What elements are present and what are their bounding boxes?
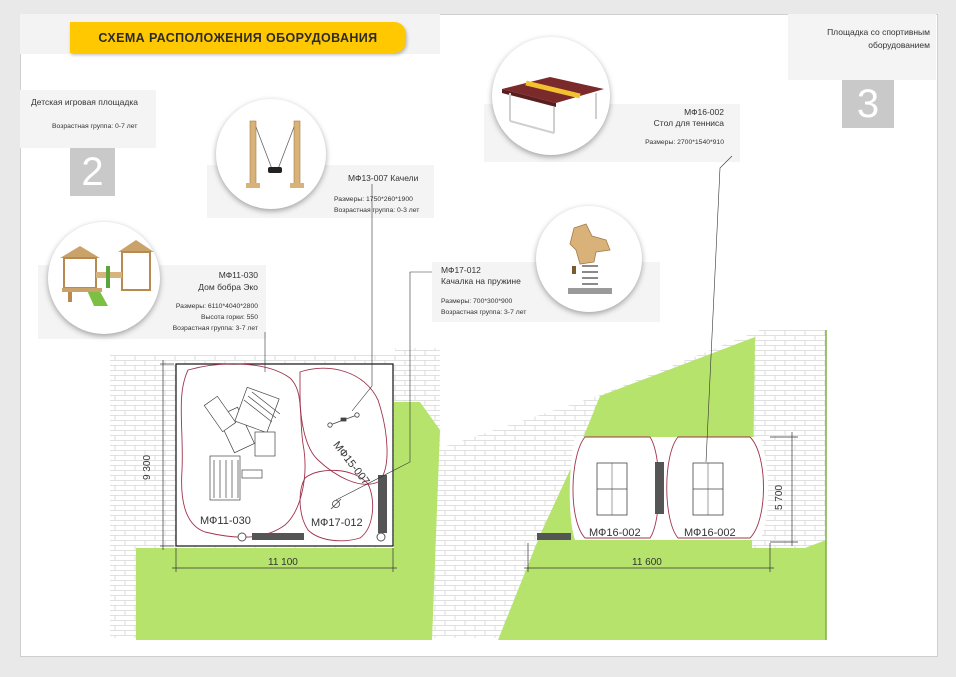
zone3-number: 3 bbox=[842, 80, 894, 128]
zone3-title-line1: Площадка со спортивным bbox=[827, 27, 930, 37]
bin-left bbox=[237, 532, 247, 542]
dim-left-height: 9 300 bbox=[142, 454, 153, 480]
grass-left bbox=[136, 355, 440, 640]
mf16-code: МФ16-002 bbox=[684, 107, 724, 117]
plan-label-mf11: МФ11-030 bbox=[200, 515, 251, 527]
zone2-age: Возрастная группа: 0-7 лет bbox=[52, 123, 138, 130]
dim-left-width: 11 100 bbox=[268, 557, 298, 568]
zone-mf17 bbox=[299, 469, 374, 542]
mf17-age: Возрастная группа: 3-7 лет bbox=[441, 309, 527, 316]
mf17-code: МФ17-012 bbox=[441, 265, 481, 275]
mf11-size: Размеры: 6110*4040*2800 bbox=[175, 303, 258, 310]
tennis-table-thumbnail bbox=[492, 37, 610, 155]
playhouse-thumbnail bbox=[48, 222, 160, 334]
plot-right bbox=[537, 436, 769, 540]
mf11-code: МФ11-030 bbox=[218, 270, 258, 280]
mf11-name: Дом бобра Эко bbox=[198, 282, 258, 292]
bench-bottom bbox=[252, 533, 304, 540]
title-banner: СХЕМА РАСПОЛОЖЕНИЯ ОБОРУДОВАНИЯ bbox=[70, 22, 406, 53]
zone2-number: 2 bbox=[70, 148, 115, 196]
dim-right-width: 11 600 bbox=[632, 557, 662, 568]
zone2-title: Детская игровая площадка bbox=[31, 97, 138, 107]
plan-label-mf17: МФ17-012 bbox=[311, 517, 363, 529]
swing-plan bbox=[327, 412, 360, 428]
zone3-title-line2: оборудованием bbox=[868, 40, 930, 50]
mf17-size: Размеры: 700*300*900 bbox=[441, 298, 513, 305]
playhouse-plan bbox=[203, 386, 281, 501]
page-title: СХЕМА РАСПОЛОЖЕНИЯ ОБОРУДОВАНИЯ bbox=[98, 30, 378, 45]
leader-lines bbox=[264, 155, 733, 501]
bench-left bbox=[378, 475, 387, 533]
mf13-size: Размеры: 1750*260*1900 bbox=[334, 196, 413, 203]
mf13-code-name: МФ13-007 Качели bbox=[348, 173, 419, 183]
mf16-name: Стол для тенниса bbox=[653, 118, 724, 128]
swing-thumbnail bbox=[216, 99, 326, 209]
plot-left bbox=[175, 363, 394, 547]
bin-right bbox=[376, 532, 386, 542]
mf17-name: Качалка на пружине bbox=[441, 276, 521, 286]
zone3-panel bbox=[788, 14, 936, 80]
mf11-age: Возрастная группа: 3-7 лет bbox=[172, 325, 258, 332]
mf11-slide: Высота горки: 550 bbox=[200, 314, 258, 321]
dimension-right bbox=[524, 432, 798, 572]
mf16-size: Размеры: 2700*1540*910 bbox=[645, 139, 724, 146]
plan-label-mf16-a: МФ16-002 bbox=[589, 527, 641, 539]
zone2-panel bbox=[20, 90, 156, 148]
dimension-left bbox=[160, 360, 397, 572]
mf13-age: Возрастная группа: 0-3 лет bbox=[334, 207, 420, 214]
bench-right bbox=[655, 462, 664, 514]
zone-mf11 bbox=[180, 363, 306, 538]
spring-rider-plan bbox=[330, 498, 342, 510]
spring-rider-thumbnail bbox=[536, 206, 642, 312]
plan-label-mf16-b: МФ16-002 bbox=[684, 527, 736, 539]
dim-right-height: 5 700 bbox=[774, 484, 785, 510]
bench-right-bottom bbox=[537, 533, 571, 540]
